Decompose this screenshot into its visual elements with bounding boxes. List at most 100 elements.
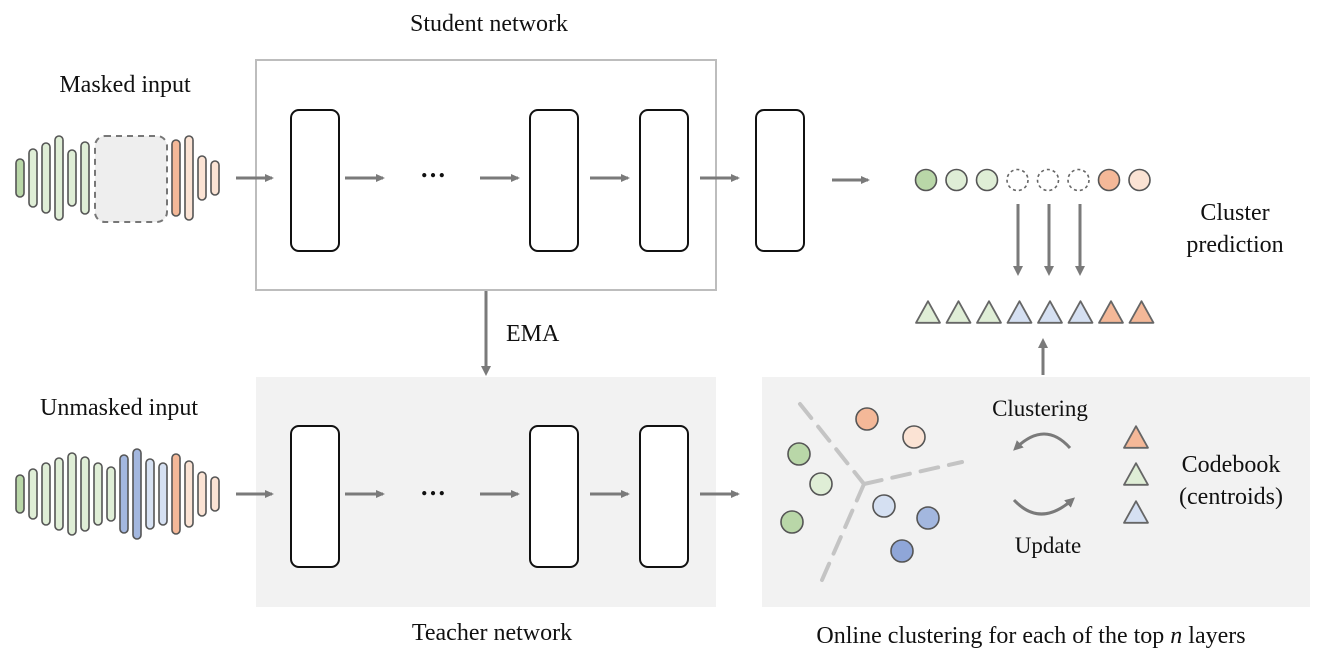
waveform-bar — [197, 471, 207, 517]
target-triangle — [915, 300, 941, 324]
point-green-light — [809, 472, 833, 496]
waveform-bar — [145, 458, 155, 530]
masked-prediction-circle — [1067, 168, 1090, 192]
mask-region — [94, 135, 168, 223]
online-clustering-var: n — [1170, 623, 1183, 649]
cluster-prediction-line1: Cluster — [1200, 200, 1270, 226]
waveform-bar — [184, 460, 194, 528]
cluster-prediction-label: Cluster prediction — [1186, 197, 1283, 262]
point-green-2 — [780, 510, 804, 534]
waveform-bar — [158, 462, 168, 526]
waveform-bar — [210, 476, 220, 512]
waveform-bar — [41, 462, 51, 526]
masked-prediction-circle — [1006, 168, 1029, 192]
masked-input-waveform — [15, 135, 220, 221]
clustering-label: Clustering — [992, 396, 1088, 421]
student-layer-3 — [639, 109, 689, 252]
waveform-bar — [184, 135, 194, 221]
waveform-bar — [210, 160, 220, 196]
clustering-arrow — [1013, 432, 1072, 451]
waveform-bar — [15, 158, 25, 198]
waveform-bar — [28, 148, 38, 208]
online-clustering-caption: Online clustering for each of the top n … — [816, 624, 1245, 648]
cluster-points — [780, 407, 940, 563]
prediction-head — [755, 109, 805, 252]
waveform-bar — [80, 141, 90, 215]
target-triangle — [1037, 300, 1063, 324]
waveform-bar — [67, 149, 77, 207]
waveform-bar — [197, 155, 207, 201]
point-blue-light — [872, 494, 896, 518]
codebook-line1: Codebook — [1181, 452, 1281, 478]
codebook-triangles — [1123, 425, 1149, 524]
student-network-frame — [255, 59, 717, 291]
boundary-line-3 — [820, 482, 866, 582]
student-layer-2 — [529, 109, 579, 252]
target-triangle — [1067, 300, 1094, 324]
teacher-layers-ellipsis: … — [420, 472, 447, 501]
waveform-bar — [106, 466, 116, 522]
waveform-bar — [93, 462, 103, 526]
prediction-circle — [975, 168, 999, 192]
codebook-line2: (centroids) — [1179, 484, 1283, 511]
student-arrows — [236, 174, 870, 184]
point-green — [787, 442, 811, 466]
point-orange-light — [902, 425, 926, 449]
ema-label: EMA — [506, 321, 560, 347]
waveform-bar — [54, 457, 64, 531]
student-layers-ellipsis: … — [420, 154, 447, 183]
target-triangles — [915, 300, 1155, 324]
target-triangle — [1098, 300, 1124, 324]
teacher-layer-3 — [639, 425, 689, 568]
codebook-centroid-triangle — [1123, 500, 1149, 524]
waveform-bar — [171, 453, 181, 535]
teacher-network-title: Teacher network — [411, 620, 573, 646]
unmasked-input-label: Unmasked input — [40, 395, 198, 421]
student-layers — [290, 109, 805, 252]
waveform-bar — [28, 468, 38, 520]
waveform-bar — [54, 135, 64, 221]
online-clustering-suffix: layers — [1182, 623, 1246, 649]
codebook-label: Codebook (centroids) — [1179, 449, 1283, 514]
masked-prediction-circle — [1036, 168, 1060, 192]
waveform-bar — [67, 452, 77, 536]
student-network-title: Student network — [410, 11, 568, 37]
waveform-bar — [80, 456, 90, 532]
codebook-centroid-triangle — [1123, 425, 1149, 449]
waveform-bar — [119, 454, 129, 534]
cluster-prediction-circles — [914, 168, 1151, 192]
student-layer-1 — [290, 109, 340, 252]
waveform-bar — [132, 448, 142, 540]
point-orange — [855, 407, 879, 431]
point-blue-2 — [890, 539, 914, 563]
teacher-layers — [290, 425, 689, 568]
prediction-circle — [1097, 168, 1121, 192]
target-triangle — [945, 300, 972, 324]
waveform-bar — [171, 139, 181, 217]
codebook-centroid-triangle — [1123, 462, 1149, 486]
target-triangle — [1128, 300, 1155, 324]
cluster-prediction-line2: prediction — [1186, 232, 1284, 259]
target-triangle — [1006, 300, 1033, 324]
prediction-circle — [945, 168, 968, 192]
point-blue — [916, 506, 940, 530]
prediction-down-arrows — [1013, 204, 1085, 276]
teacher-layer-1 — [290, 425, 340, 568]
prediction-circle — [1128, 168, 1151, 192]
update-label: Update — [1014, 533, 1082, 558]
update-arrow — [1012, 497, 1076, 516]
waveform-bar — [41, 142, 51, 214]
masked-input-label: Masked input — [59, 72, 191, 98]
circular-arrows-icon — [1012, 432, 1076, 516]
online-clustering-prefix: Online clustering for each of the top — [816, 623, 1171, 649]
target-triangle — [976, 300, 1002, 324]
teacher-layer-2 — [529, 425, 579, 568]
boundary-line-2 — [862, 460, 964, 486]
waveform-bar — [15, 474, 25, 514]
cluster-boundaries — [798, 402, 964, 582]
online-clustering-panel — [762, 377, 1310, 607]
unmasked-input-waveform — [15, 448, 220, 540]
prediction-circle — [914, 168, 938, 192]
boundary-line-1 — [798, 402, 866, 486]
